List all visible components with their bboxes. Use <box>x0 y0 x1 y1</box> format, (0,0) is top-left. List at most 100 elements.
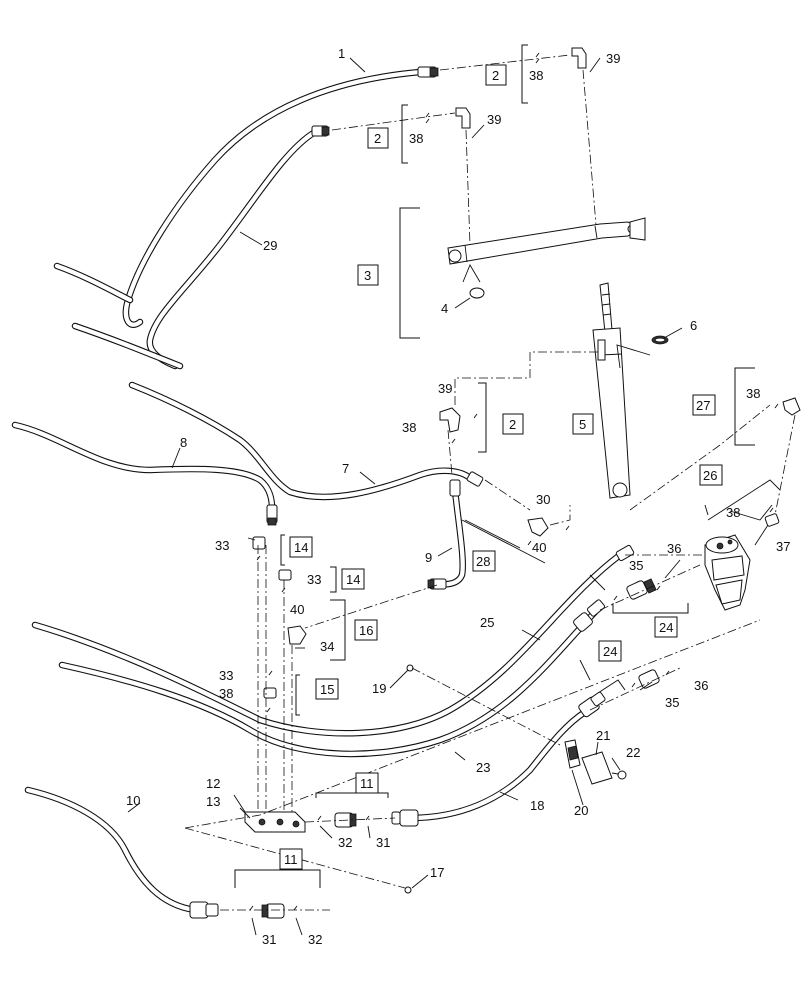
callout-13: 13 <box>206 794 220 809</box>
hose-29-tail <box>71 322 184 370</box>
clip-19 <box>406 664 414 672</box>
callout-40: 40 <box>532 540 546 555</box>
callout-22: 22 <box>626 745 640 760</box>
callout-33: 33 <box>307 572 321 587</box>
callout-boxes <box>279 64 723 870</box>
clip-17 <box>404 886 412 894</box>
o-ring-marks <box>249 52 779 911</box>
callout-38: 38 <box>529 68 543 83</box>
callout-34: 34 <box>320 639 334 654</box>
callout-23: 23 <box>476 760 490 775</box>
fitting-14a <box>252 536 266 550</box>
callout-7: 7 <box>342 461 349 476</box>
cylinder-3 <box>447 217 646 265</box>
callout-11: 11 <box>360 776 374 791</box>
callout-27: 27 <box>696 398 710 413</box>
adapter-11-bottom <box>261 903 285 919</box>
adapter-35-top <box>626 578 657 600</box>
callout-18: 18 <box>530 798 544 813</box>
callout-2: 2 <box>509 417 516 432</box>
elbow-fitting-30 <box>527 517 549 537</box>
callout-35: 35 <box>629 558 643 573</box>
callout-28: 28 <box>476 554 490 569</box>
callout-30: 30 <box>536 492 550 507</box>
callout-labels: 1 29 2 38 39 2 38 39 3 4 6 39 38 2 5 27 … <box>126 46 790 947</box>
callout-39: 39 <box>438 381 452 396</box>
callout-35: 35 <box>665 695 679 710</box>
adapter-35-bottom <box>638 669 660 689</box>
callout-10: 10 <box>126 793 140 808</box>
callout-40: 40 <box>290 602 304 617</box>
callout-5: 5 <box>579 417 586 432</box>
callout-12: 12 <box>206 776 220 791</box>
callout-24: 24 <box>603 644 617 659</box>
callout-33: 33 <box>219 668 233 683</box>
callout-31: 31 <box>376 835 390 850</box>
hose-1-tail <box>53 262 134 304</box>
fitting-37 <box>764 513 780 527</box>
callout-14: 14 <box>294 540 308 555</box>
callout-26: 26 <box>703 468 717 483</box>
callout-3: 3 <box>364 268 371 283</box>
elbow-fitting-top-2 <box>455 107 471 129</box>
callout-36: 36 <box>694 678 708 693</box>
hose-29 <box>146 128 319 370</box>
callout-9: 9 <box>425 550 432 565</box>
elbow-fitting-16 <box>287 625 307 645</box>
callout-17: 17 <box>430 865 444 880</box>
callout-31: 31 <box>262 932 276 947</box>
hose-7 <box>128 381 474 501</box>
callout-32: 32 <box>338 835 352 850</box>
cylinder-5 <box>592 282 631 499</box>
fitting-14b <box>278 569 292 581</box>
hose-10 <box>24 786 199 914</box>
callout-2: 2 <box>374 131 381 146</box>
o-ring-4 <box>469 287 485 299</box>
callout-29: 29 <box>263 238 277 253</box>
callout-38: 38 <box>409 131 423 146</box>
hose-fittings <box>189 66 635 919</box>
hose-18 <box>406 708 589 822</box>
clip-22 <box>611 770 627 780</box>
centerlines <box>184 54 796 911</box>
callout-32: 32 <box>308 932 322 947</box>
callout-4: 4 <box>441 301 448 316</box>
callout-16: 16 <box>359 623 373 638</box>
callout-14: 14 <box>346 572 360 587</box>
brackets <box>234 44 781 888</box>
callout-20: 20 <box>574 803 588 818</box>
callout-2: 2 <box>492 68 499 83</box>
callout-1: 1 <box>338 46 345 61</box>
fitting-15 <box>263 687 277 699</box>
leader-lines <box>127 57 773 936</box>
callout-8: 8 <box>180 435 187 450</box>
callout-39: 39 <box>487 112 501 127</box>
callout-19: 19 <box>372 681 386 696</box>
hose-8 <box>11 421 276 512</box>
hose-25 <box>31 551 624 737</box>
seal-6 <box>651 335 669 345</box>
callout-38: 38 <box>726 505 740 520</box>
hose-23 <box>58 608 599 758</box>
elbow-fitting-27 <box>782 397 801 416</box>
motor <box>704 534 751 611</box>
elbow-fitting-mid <box>439 407 461 433</box>
callout-37: 37 <box>776 539 790 554</box>
callout-38: 38 <box>746 386 760 401</box>
callout-6: 6 <box>690 318 697 333</box>
callout-36: 36 <box>667 541 681 556</box>
callout-24: 24 <box>659 620 673 635</box>
hose-1 <box>122 68 424 328</box>
elbow-fitting-top-1 <box>571 47 587 69</box>
callout-39: 39 <box>606 51 620 66</box>
callout-21: 21 <box>596 728 610 743</box>
callout-38: 38 <box>219 686 233 701</box>
valve-block-13 <box>244 811 306 833</box>
callout-15: 15 <box>320 682 334 697</box>
bracket-21 <box>581 751 613 785</box>
callout-11: 11 <box>284 852 298 867</box>
callout-25: 25 <box>480 615 494 630</box>
callout-38: 38 <box>402 420 416 435</box>
callout-33: 33 <box>215 538 229 553</box>
